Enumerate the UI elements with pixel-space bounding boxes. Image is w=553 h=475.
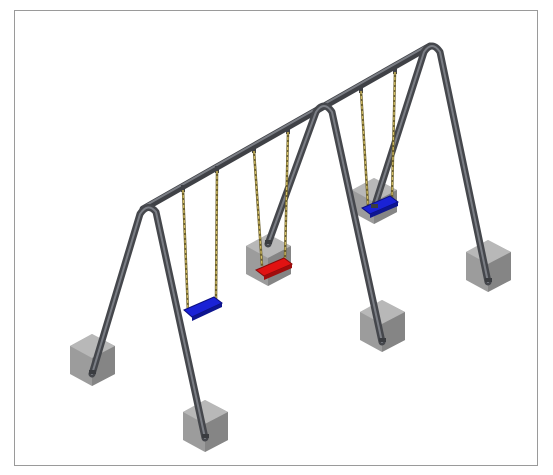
anchor-block-front-left bbox=[70, 334, 115, 386]
right-a-frame bbox=[370, 42, 492, 286]
swing-3[interactable] bbox=[359, 71, 399, 218]
middle-a-frame bbox=[264, 102, 386, 346]
pole-foot-plates bbox=[89, 204, 492, 438]
swing-1[interactable] bbox=[181, 170, 223, 321]
beam-hangers bbox=[181, 67, 397, 192]
left-a-frame bbox=[88, 204, 209, 442]
swing-2[interactable] bbox=[252, 131, 293, 280]
